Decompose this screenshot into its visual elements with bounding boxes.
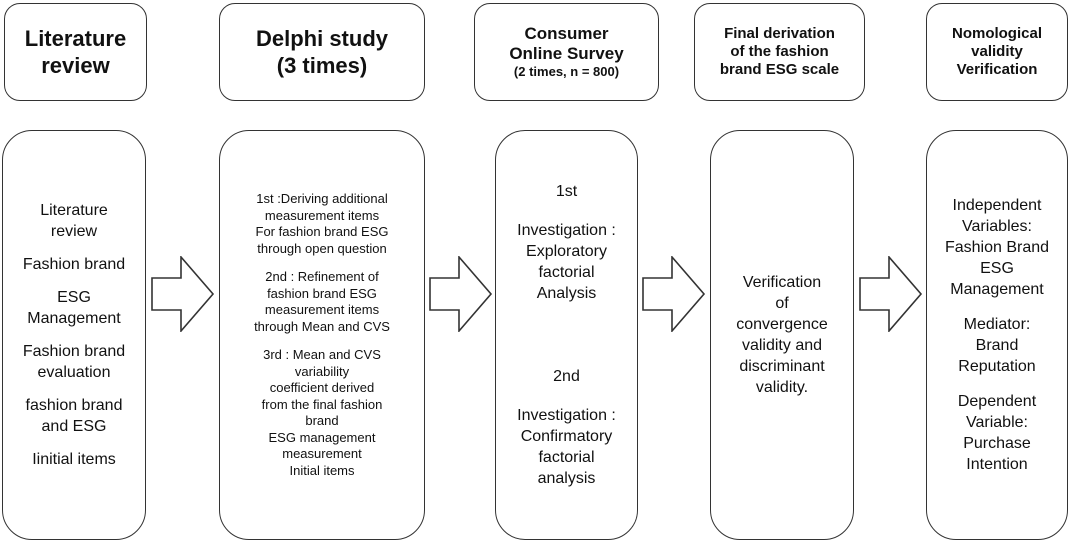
stage-4-header-line-1: Final derivation [724,25,835,42]
right-arrow-icon [151,256,215,332]
stage-3-item: Confirmatory [520,428,613,445]
stage-5-item: Mediator: [963,316,1031,333]
stage-5-item: ESG [980,260,1014,277]
stage-5-body: Independent Variables: Fashion Brand ESG… [926,130,1068,540]
stage-2-item: through open question [257,240,387,256]
stage-1-item: review [50,223,98,240]
stage-5-item: Reputation [958,358,1036,375]
stage-1-item: Literature [40,202,108,219]
stage-5-item: Variables: [962,218,1032,235]
stage-1-header-line-2: review [41,53,110,78]
stage-4-item: convergence [736,316,828,333]
stage-1-item: and ESG [41,418,107,435]
stage-2-body: 1st :Deriving additional measurement ite… [219,130,425,540]
stage-2-item: measurement [282,446,362,461]
stage-1-item: Iinitial items [32,451,116,468]
stage-3-item: Exploratory [526,243,607,260]
stage-3-item: Analysis [536,285,597,302]
stage-3-body: 1st Investigation : Exploratory factoria… [495,130,638,540]
stage-3-item: 1st [555,183,578,200]
stage-2-item: measurement items [264,302,380,317]
stage-2-item: from the final fashion [261,396,383,412]
stage-2-item: ESG management [268,429,376,445]
stage-5-header-line-2: validity [971,43,1023,60]
stage-3-item: Investigation : [517,407,616,424]
stage-4-item: of [775,295,789,312]
stage-3-header-line-1: Consumer [524,24,609,43]
stage-4-header: Final derivation of the fashion brand ES… [694,3,865,101]
stage-5-item: Independent [952,197,1042,214]
stage-4-body: Verification of convergence validity and… [710,130,854,540]
stage-2-item: coefficient derived [269,380,375,395]
stage-1-item: ESG [57,289,91,306]
stage-5-header-line-3: Verification [956,61,1038,78]
stage-4-header-line-3: brand ESG scale [719,61,840,78]
stage-2-item: variability [294,363,350,379]
stage-1-item: Fashion brand [22,343,126,360]
stage-5-item: Intention [966,456,1028,473]
stage-2-item: measurement items [264,207,380,223]
stage-5-item: Purchase [963,435,1031,452]
stage-3-item: analysis [537,470,596,487]
stage-2-item: Initial items [289,462,355,478]
stage-3-item: Investigation : [517,222,616,239]
stage-5-item: Variable: [966,414,1028,431]
stage-3-header-sub: (2 times, n = 800) [513,64,620,79]
stage-4-header-line-2: of the fashion [730,43,829,60]
stage-5-item: Brand [975,337,1019,354]
stage-5-header: Nomological validity Verification [926,3,1068,101]
stage-1-item: fashion brand [25,397,123,414]
stage-3-item: factorial [538,264,595,281]
stage-1-body: Literature review Fashion brand ESG Mana… [2,130,146,540]
stage-1-header: Literature review [4,3,147,101]
stage-3-item: factorial [538,449,595,466]
stage-3-header: Consumer Online Survey (2 times, n = 800… [474,3,659,101]
stage-4-item: validity and [741,337,823,354]
stage-2-item: 1st :Deriving additional [256,191,388,206]
stage-3-header-line-2: Online Survey [509,44,624,63]
stage-5-item: Fashion Brand [944,239,1050,256]
stage-3-item: 2nd [553,368,580,385]
stage-5-item: Management [950,281,1044,298]
stage-4-item: Verification [742,274,822,291]
right-arrow-icon [859,256,923,332]
stage-2-item: 3rd : Mean and CVS [263,347,381,362]
stage-5-item: Dependent [957,393,1037,410]
stage-2-item: through Mean and CVS [254,318,390,334]
stage-5-header-line-1: Nomological [951,25,1042,42]
stage-1-item: Management [27,310,121,327]
right-arrow-icon [642,256,706,332]
stage-2-header: Delphi study (3 times) [219,3,425,101]
stage-2-item: fashion brand ESG [267,285,377,301]
right-arrow-icon [429,256,493,332]
stage-2-header-line-1: Delphi study [255,26,388,51]
stage-1-item: Fashion brand [22,256,126,273]
stage-2-item: For fashion brand ESG [255,224,389,239]
stage-1-item: evaluation [37,364,111,381]
stage-4-item: discriminant [739,358,825,375]
stage-2-item: 2nd : Refinement of [265,269,379,284]
stage-2-header-line-2: (3 times) [276,53,368,78]
stage-1-header-line-1: Literature [24,26,127,51]
stage-4-item: validity. [755,379,809,396]
stage-2-item: brand [305,413,339,428]
